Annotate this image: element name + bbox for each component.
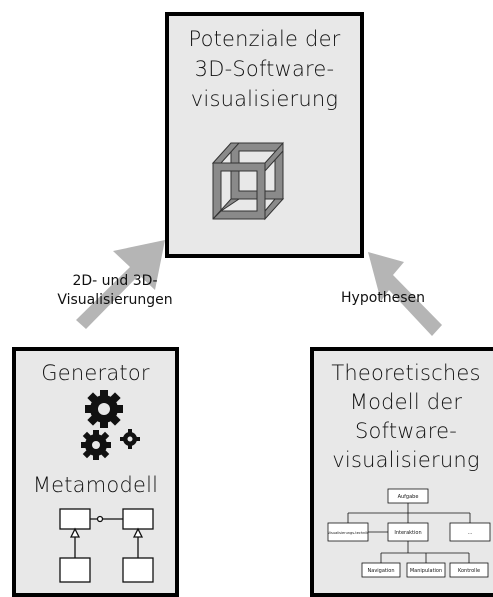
- box-potentials-title: Potenziale der 3D-Software- visualisieru…: [169, 24, 360, 114]
- title-line: visualisierung: [190, 87, 339, 111]
- tree-label-l1: Interaktion: [394, 530, 421, 536]
- impossible-cube-icon: [211, 141, 285, 221]
- generator-title: Generator: [41, 361, 150, 385]
- tree-label-l2: Kontrolle: [458, 568, 480, 574]
- uml-class-diagram-icon: [59, 508, 154, 583]
- tree-label-root: Aufgabe: [398, 494, 419, 500]
- tree-label-l1: Visualisierungs-technik: [328, 531, 369, 535]
- model-tree-diagram: Aufgabe Visualisierungs-technik Interakt…: [327, 488, 491, 578]
- arrow-right-to-top: [368, 252, 442, 336]
- title-line: 3D-Software-: [194, 57, 335, 81]
- title-line: Software-: [355, 419, 457, 443]
- box-theoretical-model: Theoretisches Modell der Software- visua…: [310, 347, 493, 597]
- tree-label-l1: ...: [468, 530, 473, 536]
- box-generator: Generator: [12, 347, 179, 597]
- arrow-label-left-line2: Visualisierungen: [57, 292, 173, 308]
- box-potentials: Potenziale der 3D-Software- visualisieru…: [165, 12, 364, 258]
- gears-icon: [81, 390, 140, 460]
- arrow-label-left-line1: 2D- und 3D-: [72, 273, 158, 289]
- tree-label-l2: Manipulation: [410, 568, 442, 574]
- tree-label-l2: Navigation: [368, 568, 395, 574]
- title-line: Potenziale der: [188, 27, 341, 51]
- theoretical-model-title: Theoretisches Modell der Software- visua…: [314, 359, 493, 475]
- title-line: Theoretisches: [331, 361, 481, 385]
- metamodel-title: Metamodell: [32, 473, 159, 497]
- title-line: Modell der: [349, 390, 463, 414]
- arrow-left-to-top: [76, 240, 165, 329]
- arrow-label-right: Hypothesen: [341, 290, 426, 306]
- title-line: visualisierung: [332, 448, 480, 472]
- arrow-label-left: 2D- und 3D- Visualisierungen: [30, 272, 200, 310]
